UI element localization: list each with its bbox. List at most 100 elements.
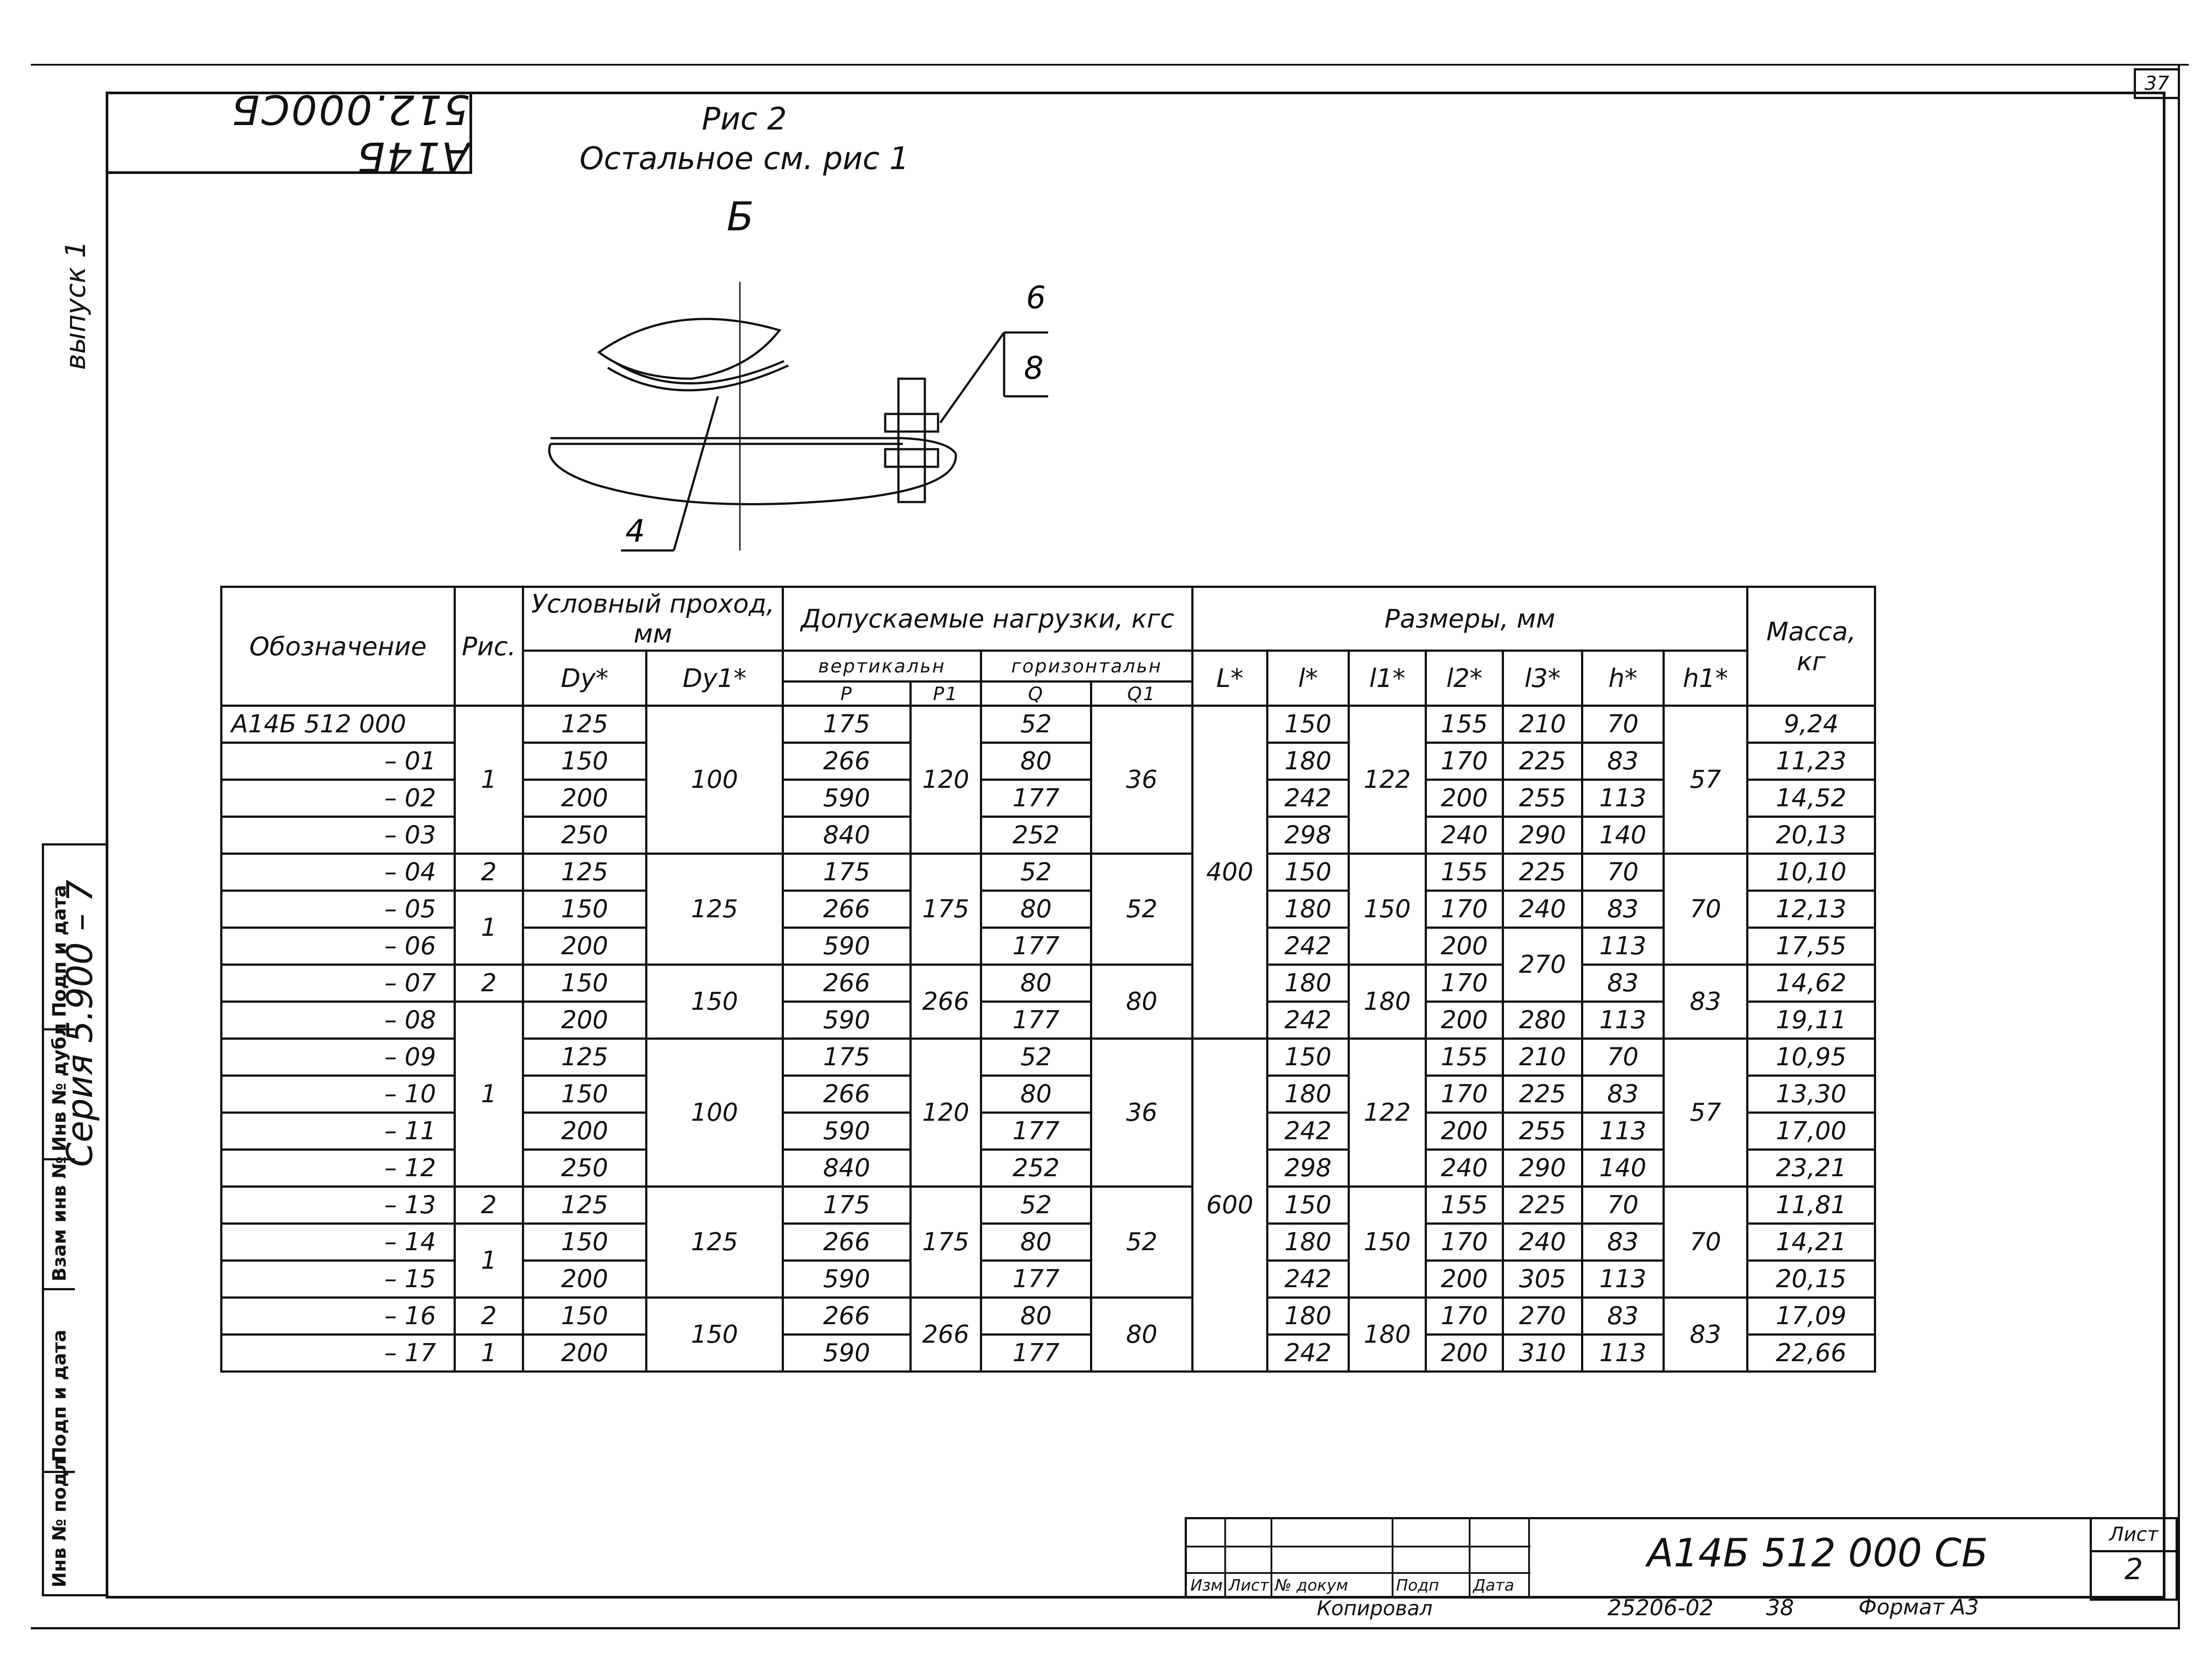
cell-q: 177 [980, 1259, 1092, 1299]
cell-p1: 175 [909, 853, 982, 966]
table-row: А14Б 512 000 1 125 100 175 120 52 36 400… [220, 705, 1876, 1040]
cell-l1: 150 [1348, 853, 1427, 966]
table-row: – 14 1 150 266 80 180 170 240 83 14,21 [220, 1222, 1876, 1299]
cell-l2: 155 [1425, 705, 1504, 744]
cell-l2: 200 [1425, 1111, 1504, 1151]
header-h1: h1* [1663, 650, 1748, 707]
cell-dy1: 100 [645, 705, 784, 855]
table-row: – 11 200 590 177 242 200 255 113 17,00 [220, 1111, 1876, 1151]
cell-p: 590 [782, 1001, 912, 1040]
header-vertical: вертикальн [782, 650, 982, 683]
header-loads: Допускаемые нагрузки, кгс [782, 586, 1193, 652]
table-row: – 07 2 150 150 266 266 80 80 180 180 170… [220, 964, 1876, 1040]
cell-dy: 150 [522, 964, 647, 1003]
cell-l: 242 [1266, 1001, 1350, 1040]
table-row: – 03 250 840 252 298 240 290 140 20,13 [220, 816, 1876, 855]
cell-l3: 225 [1502, 853, 1583, 892]
side-cell-dup-inv: Инв № дубл [44, 1023, 75, 1160]
ground-outline [548, 437, 957, 506]
cell-h: 70 [1581, 1185, 1665, 1225]
cell-h: 113 [1581, 1333, 1665, 1373]
cell-h1: 83 [1663, 964, 1748, 1040]
cell-h: 140 [1581, 816, 1665, 855]
page-number: 38 [1766, 1595, 1794, 1621]
cell-q1: 80 [1090, 1296, 1193, 1373]
cell-mass: 13,30 [1746, 1074, 1876, 1114]
cell-l3: 225 [1502, 1074, 1583, 1114]
table-row: – 13 2 125 125 175 175 52 52 150 150 155… [220, 1185, 1876, 1299]
cell-dy: 200 [522, 779, 647, 818]
cell-designation: – 17 [220, 1333, 456, 1373]
table-row: – 16 2 150 150 266 266 80 80 180 180 170… [220, 1296, 1876, 1373]
cell-l2: 170 [1425, 1222, 1504, 1262]
cell-dy: 150 [522, 742, 647, 781]
cell-fig: 2 [454, 1296, 524, 1336]
cell-l: 298 [1266, 816, 1350, 855]
cell-mass: 14,62 [1746, 964, 1876, 1003]
cell-p: 175 [782, 853, 912, 892]
cell-p: 590 [782, 1333, 912, 1373]
cell-h: 70 [1581, 705, 1665, 744]
cell-l: 180 [1266, 890, 1350, 929]
cell-l2: 200 [1425, 1333, 1504, 1373]
cell-mass: 22,66 [1746, 1333, 1876, 1373]
cell-fig: 1 [454, 1333, 524, 1373]
cell-dy: 150 [522, 1296, 647, 1336]
cell-l3: 270 [1502, 1296, 1583, 1336]
cell-q: 52 [980, 1038, 1092, 1077]
cell-designation: – 15 [220, 1259, 456, 1299]
rotated-document-code: А14Б 512.000СБ [106, 86, 472, 180]
cell-l2: 200 [1425, 1001, 1504, 1040]
outer-border-bottom [31, 1627, 2180, 1629]
header-dy: Dy* [522, 650, 647, 707]
cell-dy: 125 [522, 1185, 647, 1225]
cell-designation: – 05 [220, 890, 456, 929]
cell-q: 177 [980, 779, 1092, 818]
cell-h: 140 [1581, 1148, 1665, 1188]
cell-l1: 150 [1348, 1185, 1427, 1299]
cell-mass: 9,24 [1746, 705, 1876, 744]
cell-q: 252 [980, 1148, 1092, 1188]
figure-title: Рис 2 Остальное см. рис 1 [577, 99, 912, 178]
cell-h1: 57 [1663, 705, 1748, 855]
cell-q: 177 [980, 927, 1092, 966]
saddle-strip [607, 364, 789, 391]
cell-p: 175 [782, 1185, 912, 1225]
cell-h1: 83 [1663, 1296, 1748, 1373]
cell-p: 266 [782, 1222, 912, 1262]
cell-l: 242 [1266, 779, 1350, 818]
cell-designation: – 08 [220, 1001, 456, 1040]
header-L: L* [1191, 650, 1268, 707]
header-mass: Масса, кг [1746, 586, 1876, 707]
header-fig: Рис. [454, 586, 524, 707]
cell-l2: 200 [1425, 779, 1504, 818]
tb-label-change: Изм [1190, 1577, 1223, 1595]
cell-dy: 150 [522, 1222, 647, 1262]
cell-mass: 17,09 [1746, 1296, 1876, 1336]
cell-q1: 36 [1090, 705, 1193, 855]
cell-l: 242 [1266, 1259, 1350, 1299]
cell-l: 242 [1266, 1333, 1350, 1373]
cell-q: 80 [980, 890, 1092, 929]
cell-l2: 170 [1425, 964, 1504, 1003]
rotated-document-code-text: А14Б 512.000СБ [230, 85, 469, 180]
callout-8: 8 [1024, 350, 1044, 386]
pipe-outline [597, 318, 782, 380]
cell-h: 83 [1581, 1296, 1665, 1336]
cell-designation: – 03 [220, 816, 456, 855]
cell-mass: 11,23 [1746, 742, 1876, 781]
cell-p: 266 [782, 1296, 912, 1336]
cell-designation: – 07 [220, 964, 456, 1003]
cell-l: 150 [1266, 1038, 1350, 1077]
cell-dy: 125 [522, 853, 647, 892]
outer-border-right [2178, 64, 2180, 1629]
cell-h: 83 [1581, 742, 1665, 781]
cell-l2: 240 [1425, 816, 1504, 855]
cell-p: 175 [782, 1038, 912, 1077]
table-row: – 08 1 200 590 177 242 200 280 113 19,11 [220, 1001, 1876, 1188]
header-passage: Условный проход, мм [522, 586, 784, 652]
table-row: – 02 200 590 177 242 200 255 113 14,52 [220, 779, 1876, 818]
cell-q: 177 [980, 1333, 1092, 1373]
cell-mass: 23,21 [1746, 1148, 1876, 1188]
cell-mass: 20,15 [1746, 1259, 1876, 1299]
